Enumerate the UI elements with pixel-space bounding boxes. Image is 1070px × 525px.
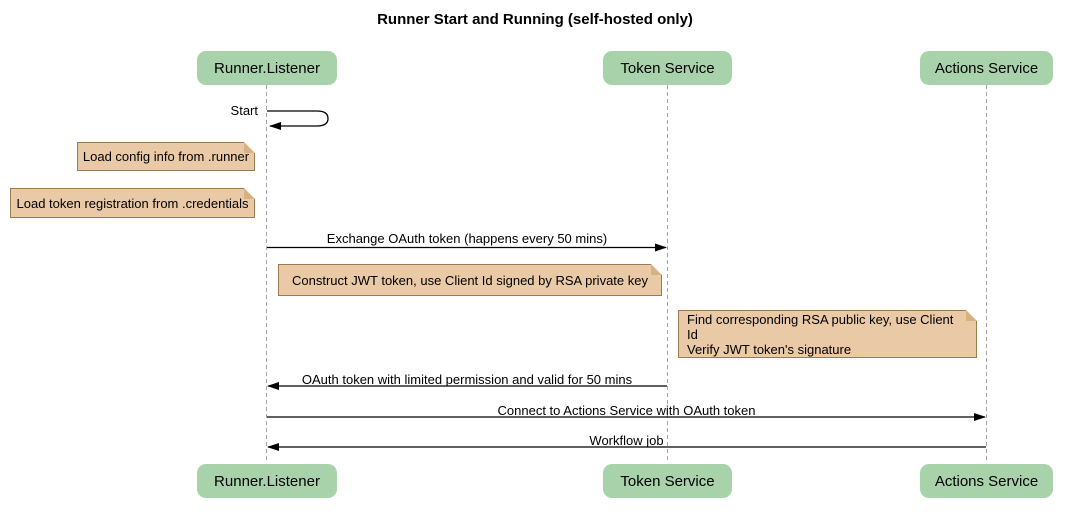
note-construct-jwt-text: Construct JWT token, use Client Id signe… — [292, 272, 648, 288]
message-label-start: Start — [230, 103, 258, 118]
note-load-token-registration: Load token registration from .credential… — [10, 188, 255, 218]
diagram-title: Runner Start and Running (self-hosted on… — [377, 11, 693, 28]
message-arrow-start-self-loop — [267, 110, 329, 130]
note-load-config-text: Load config info from .runner — [82, 149, 250, 164]
note-verify-jwt: Find corresponding RSA public key, use C… — [678, 310, 977, 358]
participant-bottom-token-service: Token Service — [603, 464, 732, 498]
participant-bottom-runner-listener: Runner.Listener — [197, 464, 337, 498]
participant-top-actions-service: Actions Service — [920, 51, 1053, 85]
note-load-token-registration-text: Load token registration from .credential… — [16, 195, 249, 211]
participant-top-token-service: Token Service — [603, 51, 732, 85]
note-verify-jwt-text: Find corresponding RSA public key, use C… — [687, 311, 954, 357]
message-label-exchange-oauth: Exchange OAuth token (happens every 50 m… — [326, 231, 608, 246]
message-label-oauth-token-return: OAuth token with limited permission and … — [301, 372, 633, 387]
note-construct-jwt: Construct JWT token, use Client Id signe… — [278, 264, 662, 296]
note-load-config: Load config info from .runner — [77, 142, 255, 171]
participant-top-runner-listener: Runner.Listener — [197, 51, 337, 85]
message-label-workflow-job: Workflow job — [589, 433, 664, 448]
message-label-connect-actions: Connect to Actions Service with OAuth to… — [497, 403, 756, 418]
participant-bottom-actions-service: Actions Service — [920, 464, 1053, 498]
